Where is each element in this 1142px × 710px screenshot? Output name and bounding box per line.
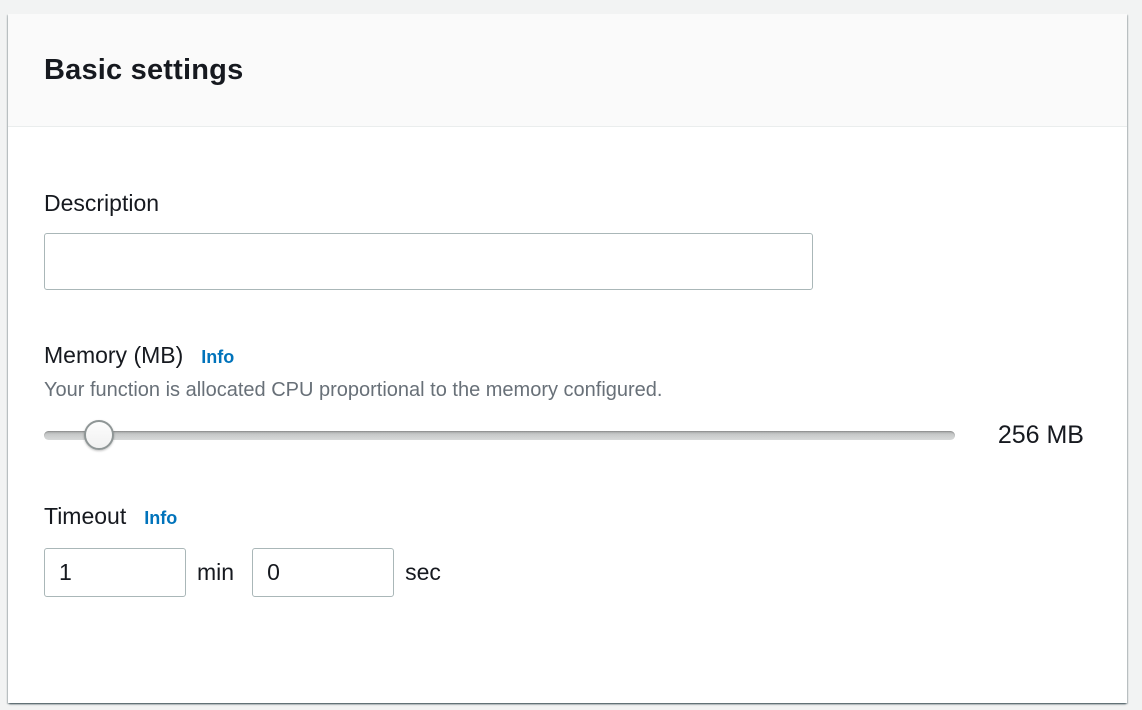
memory-helper-text: Your function is allocated CPU proportio… (44, 379, 663, 401)
timeout-row: min sec (44, 548, 1091, 597)
panel-header: Basic settings (8, 14, 1127, 127)
timeout-label: Timeout (44, 503, 127, 529)
memory-label-row: Memory (MB) Info (44, 341, 1091, 369)
memory-value: 256 MB (997, 420, 1084, 449)
timeout-seconds-unit: sec (405, 559, 441, 585)
description-input[interactable] (44, 233, 813, 290)
description-section: Description (44, 189, 1091, 290)
timeout-label-row: Timeout Info (44, 502, 1091, 530)
memory-section: Memory (MB) Info Your function is alloca… (44, 341, 1091, 450)
timeout-seconds-input[interactable] (252, 548, 395, 597)
timeout-info-link[interactable]: Info (144, 508, 178, 528)
panel-body: Description Memory (MB) Info Your functi… (8, 127, 1127, 597)
memory-slider[interactable] (44, 420, 955, 450)
memory-slider-track[interactable] (44, 430, 955, 440)
memory-slider-row: 256 MB (44, 420, 1091, 450)
basic-settings-panel: Basic settings Description Memory (MB) I… (8, 14, 1127, 703)
timeout-section: Timeout Info min sec (44, 502, 1091, 597)
memory-label: Memory (MB) (44, 342, 184, 368)
memory-info-link[interactable]: Info (201, 347, 235, 367)
description-label: Description (44, 190, 160, 216)
memory-slider-thumb[interactable] (83, 420, 114, 450)
timeout-minutes-input[interactable] (44, 548, 186, 597)
timeout-minutes-unit: min (197, 559, 235, 585)
panel-title: Basic settings (44, 53, 244, 86)
